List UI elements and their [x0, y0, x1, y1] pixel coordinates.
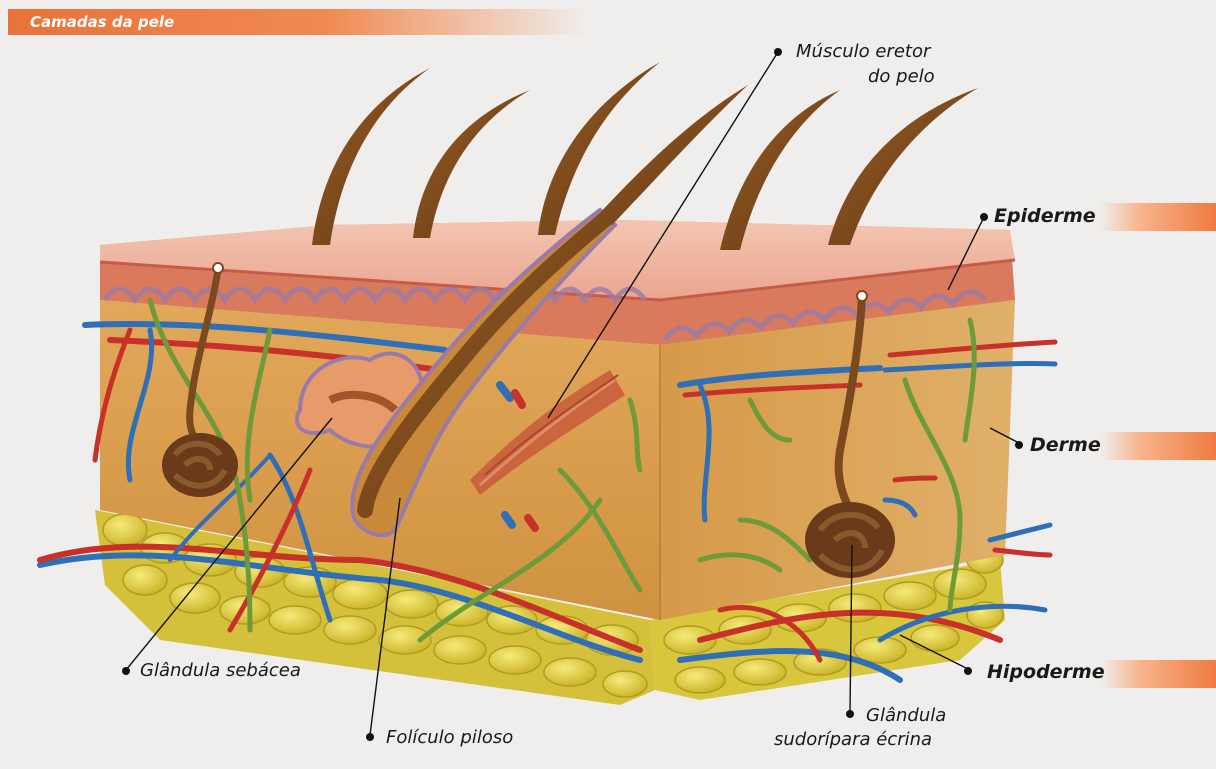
derme-band [1100, 432, 1216, 460]
label-glandula-sudoripara-line2: sudorípara écrina [774, 728, 932, 751]
label-hipoderme: Hipoderme [987, 661, 1105, 684]
diagram-title: Camadas da pele [30, 9, 174, 35]
label-musculo-eretor-line2: do pelo [868, 65, 935, 88]
epiderme-band [1100, 203, 1216, 231]
label-foliculo-piloso: Folículo piloso [386, 726, 513, 749]
hipoderme-band [1100, 660, 1216, 688]
label-epiderme: Epiderme [994, 205, 1096, 228]
label-glandula-sudoripara-line1: Glândula [866, 704, 946, 727]
label-derme: Derme [1030, 434, 1101, 457]
label-glandula-sebacea: Glândula sebácea [140, 659, 301, 682]
label-musculo-eretor-line1: Músculo eretor [796, 40, 930, 63]
